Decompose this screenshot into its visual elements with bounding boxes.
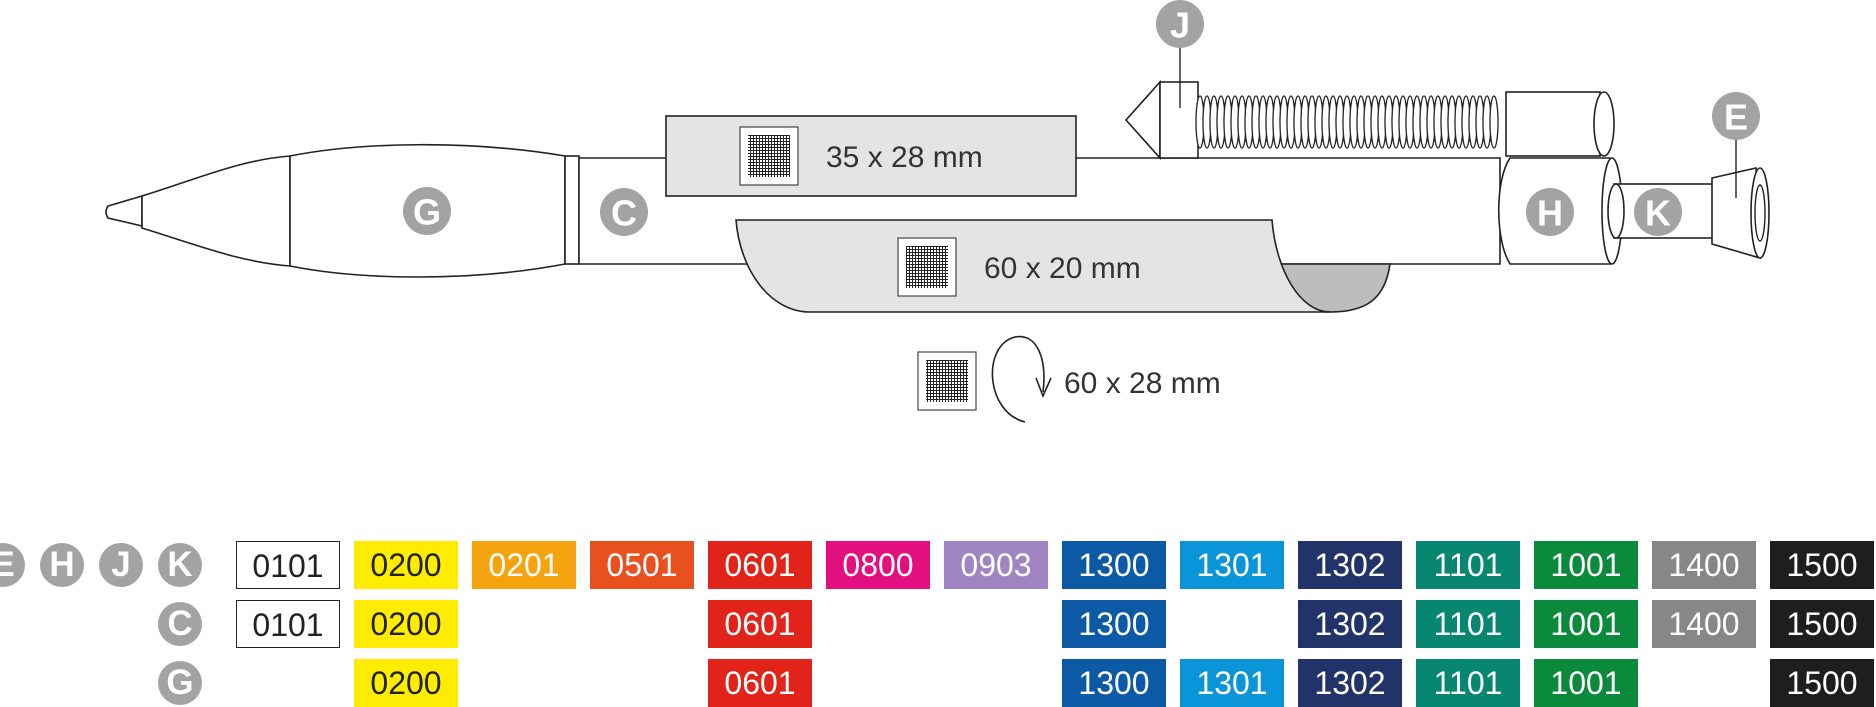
- color-swatch-0601: 0601: [708, 659, 812, 707]
- color-swatch-0101: 0101: [236, 600, 340, 648]
- print-icon-barrel-grid: [748, 135, 790, 177]
- spring-collar: [1159, 81, 1199, 159]
- marker-g: G: [403, 187, 451, 235]
- color-swatch-1101: 1101: [1416, 541, 1520, 589]
- part-marker-k: K: [158, 543, 202, 587]
- color-swatch-1101: 1101: [1416, 600, 1520, 648]
- color-swatch-0800: 0800: [826, 541, 930, 589]
- part-marker-g: G: [158, 661, 202, 705]
- color-swatch-1400: 1400: [1652, 600, 1756, 648]
- color-swatch-1300: 1300: [1062, 600, 1166, 648]
- color-row: G 0200 0601 1300 1301 1302 1101 1001 1500: [0, 659, 1876, 707]
- barrel-print-area: [665, 115, 1077, 197]
- print-icon-clip-grid: [906, 246, 948, 288]
- color-swatch-1001: 1001: [1534, 541, 1638, 589]
- barrel-ring: [564, 155, 580, 265]
- marker-k: K: [1634, 188, 1682, 236]
- color-swatch-1001: 1001: [1534, 659, 1638, 707]
- color-swatch-1301: 1301: [1180, 659, 1284, 707]
- pen-cone: [141, 155, 291, 267]
- color-swatch-1301: 1301: [1180, 541, 1284, 589]
- cap-zone-e-face: [1750, 167, 1770, 259]
- color-swatch-1302: 1302: [1298, 541, 1402, 589]
- part-marker-c: C: [158, 602, 202, 646]
- cap-zone-e-inner: [1754, 184, 1766, 242]
- spring-coil: [1489, 95, 1499, 149]
- part-marker-e: E: [0, 543, 25, 587]
- color-swatch-0601: 0601: [708, 600, 812, 648]
- part-marker-j: J: [99, 543, 143, 587]
- svg-text:E: E: [1724, 97, 1748, 138]
- clip-print-area: [735, 219, 1331, 313]
- color-swatch-1500: 1500: [1770, 541, 1874, 589]
- spring-sleeve: [1505, 91, 1601, 157]
- color-row: C 0101 0200 0601 1300 1302 1101 1001 1400 1500: [0, 600, 1876, 648]
- svg-text:K: K: [1645, 193, 1671, 234]
- color-swatch-1400: 1400: [1652, 541, 1756, 589]
- color-swatch-0200: 0200: [354, 541, 458, 589]
- push-zone-k-rim: [1607, 183, 1625, 239]
- part-marker-h: H: [40, 543, 84, 587]
- color-swatch-1101: 1101: [1416, 659, 1520, 707]
- marker-e: E: [1712, 92, 1760, 140]
- color-swatch-0903: 0903: [944, 541, 1048, 589]
- color-swatch-1300: 1300: [1062, 659, 1166, 707]
- color-swatch-1500: 1500: [1770, 600, 1874, 648]
- print-icon-wrap-grid: [926, 360, 968, 402]
- color-swatch-1001: 1001: [1534, 600, 1638, 648]
- color-swatch-0601: 0601: [708, 541, 812, 589]
- spring-tip: [1124, 79, 1161, 161]
- barrel-size-label: 35 x 28 mm: [826, 141, 983, 174]
- svg-text:C: C: [611, 193, 637, 234]
- color-swatch-1302: 1302: [1298, 659, 1402, 707]
- color-swatch-1302: 1302: [1298, 600, 1402, 648]
- marker-c: C: [600, 188, 648, 236]
- rotation-arrow-icon: [991, 335, 1045, 423]
- color-swatch-0200: 0200: [354, 600, 458, 648]
- clip-size-label: 60 x 20 mm: [984, 252, 1141, 285]
- color-swatch-0201: 0201: [472, 541, 576, 589]
- svg-text:H: H: [1537, 193, 1563, 234]
- color-swatch-1300: 1300: [1062, 541, 1166, 589]
- wrap-size-label: 60 x 28 mm: [1064, 367, 1221, 400]
- spring-coils: [1195, 95, 1499, 149]
- color-swatch-1500: 1500: [1770, 659, 1874, 707]
- marker-j: J: [1156, 0, 1204, 48]
- spring-sleeve-rim: [1593, 91, 1615, 157]
- color-swatch-0200: 0200: [354, 659, 458, 707]
- svg-text:G: G: [413, 192, 441, 233]
- pen-tip: [105, 194, 143, 228]
- color-swatch-0101: 0101: [236, 541, 340, 589]
- rotation-arrowhead-icon: [1035, 377, 1052, 399]
- marker-h: H: [1526, 188, 1574, 236]
- pen-diagram: 35 x 28 mm 60 x 20 mm 60 x 28 mm G C J H…: [105, 0, 1770, 423]
- color-swatch-0501: 0501: [590, 541, 694, 589]
- svg-text:J: J: [1170, 5, 1190, 46]
